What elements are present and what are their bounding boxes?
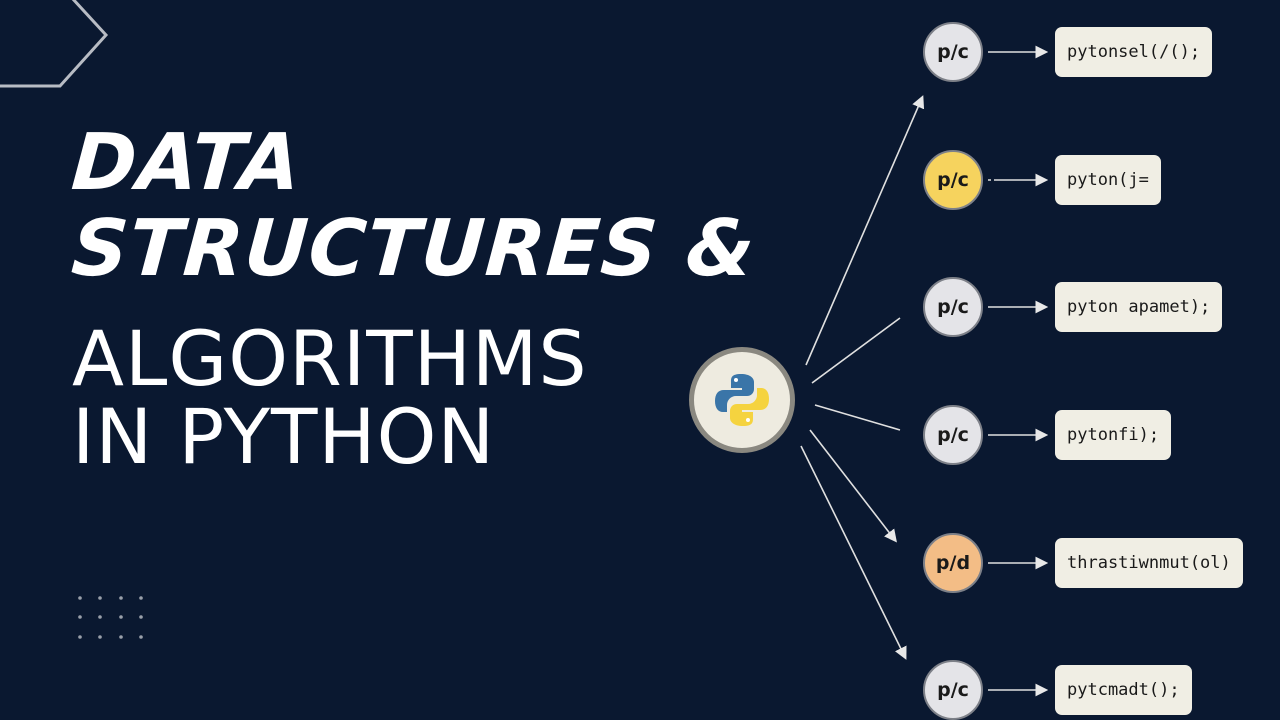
node-circle: p/c [923,660,983,720]
title-line-4: IN PYTHON [72,392,496,481]
code-box: pyton apamet); [1055,282,1223,332]
node-circle: p/d [923,533,983,593]
code-box: pyton(j= [1055,155,1161,205]
dot-grid-decoration [78,596,143,639]
chevron-decoration [0,0,109,88]
connector-lines [800,45,1049,697]
title-line-1: DATA [68,118,305,208]
code-box: pytonsel(/(); [1055,27,1213,77]
node-circle: p/c [923,150,983,210]
node-circle: p/c [923,277,983,337]
python-logo-icon [715,374,769,426]
title-line-3: ALGORITHMS [72,314,588,403]
code-box: pytonfi); [1055,410,1172,460]
node-circle: p/c [923,22,983,82]
title-line-2: STRUCTURES & [68,204,759,294]
python-hub [689,347,795,453]
code-box: thrastiwnmut(ol) [1055,538,1243,588]
code-box: pytcmadt(); [1055,665,1192,715]
node-circle: p/c [923,405,983,465]
